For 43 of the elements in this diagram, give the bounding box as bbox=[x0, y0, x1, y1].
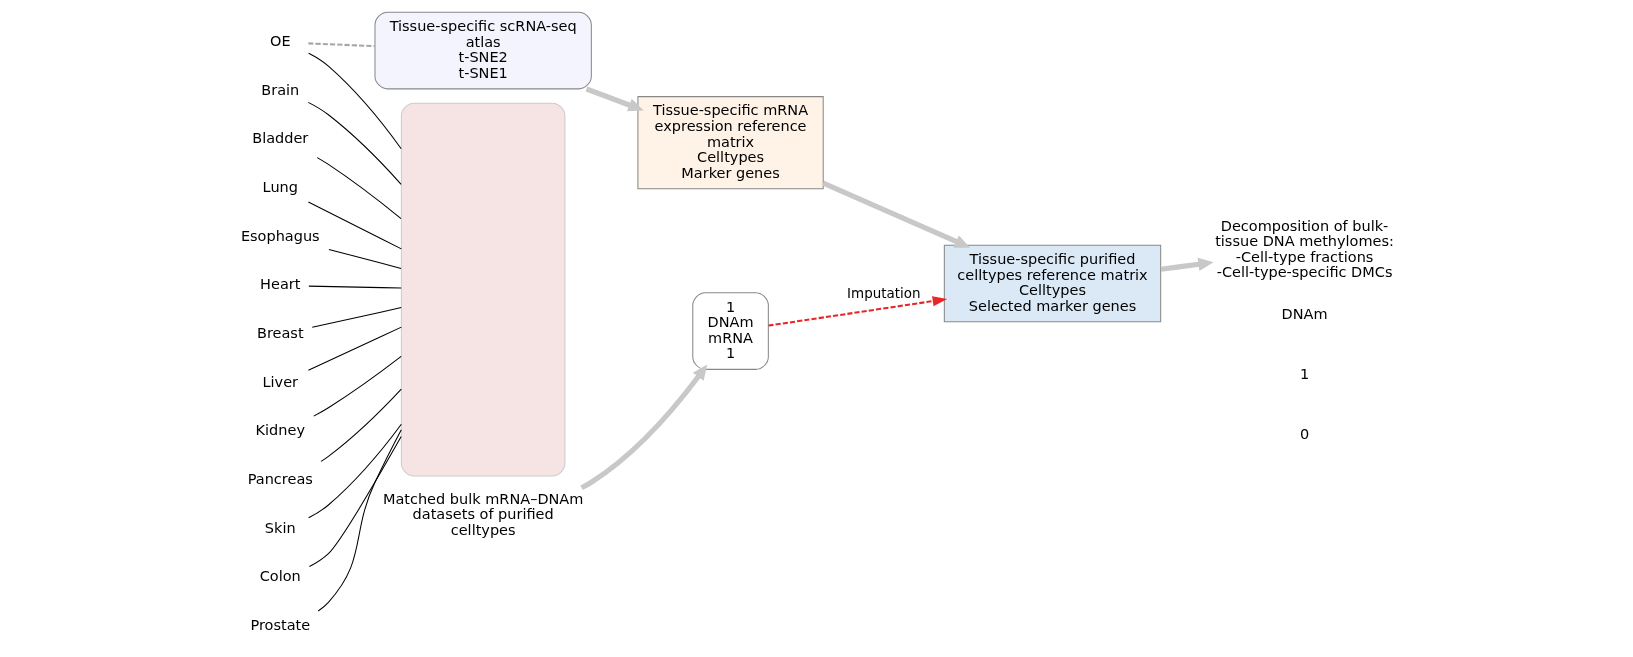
arrow bbox=[767, 296, 947, 327]
label: 0 bbox=[1299, 426, 1309, 443]
arrow bbox=[585, 86, 644, 112]
connector bbox=[307, 52, 402, 150]
node-text: Bladder bbox=[251, 130, 308, 147]
node-text: Skin bbox=[264, 519, 296, 536]
connector bbox=[307, 423, 402, 519]
edge-label: Imputation bbox=[846, 286, 920, 302]
node-text: Prostate bbox=[249, 616, 310, 633]
connector bbox=[307, 201, 402, 250]
node-text: Pancreas bbox=[247, 470, 313, 487]
node-text: Decomposition of bulk-tissue DNA methylomes: -Cell-type fractions -Cell-type-specific DMCs bbox=[1214, 217, 1394, 281]
node-box bbox=[400, 102, 565, 477]
connector bbox=[312, 355, 402, 417]
node-box: Tissue-specific scRNA-seq atlas t-SNE2 t-SNE1 bbox=[373, 11, 592, 90]
connector bbox=[320, 388, 402, 462]
node-text: Heart bbox=[259, 276, 300, 293]
arrow bbox=[1160, 257, 1214, 272]
node-box: 1 DNAm mRNA 1 bbox=[691, 292, 769, 370]
connector bbox=[316, 157, 402, 220]
node-text: Esophagus bbox=[240, 227, 320, 244]
node-box: Tissue-specific mRNA expression reference matrix Celltypes Marker genes bbox=[636, 96, 824, 190]
label: 1 bbox=[1299, 366, 1309, 383]
node-text: Liver bbox=[262, 373, 298, 390]
node-text: Lung bbox=[262, 179, 298, 196]
label: DNAm bbox=[1281, 306, 1328, 323]
node-text: Breast bbox=[256, 325, 304, 342]
arrow bbox=[579, 364, 707, 491]
node-text: Kidney bbox=[255, 422, 305, 439]
node-text: Colon bbox=[259, 568, 301, 585]
connector bbox=[317, 429, 402, 612]
connector bbox=[307, 285, 402, 289]
connector bbox=[311, 307, 402, 328]
node-text: Brain bbox=[260, 81, 299, 98]
node-text: OE bbox=[269, 33, 291, 50]
connector bbox=[307, 326, 402, 371]
connector bbox=[307, 101, 402, 185]
connector bbox=[327, 248, 402, 269]
node-box: Tissue-specific purified celltypes reference matrix Celltypes Selected marker genes bbox=[943, 244, 1161, 323]
connector bbox=[307, 42, 375, 48]
arrow bbox=[821, 180, 970, 248]
connector bbox=[308, 436, 402, 568]
node-text: Matched bulk mRNA–DNAm datasets of purified celltypes bbox=[382, 490, 583, 538]
